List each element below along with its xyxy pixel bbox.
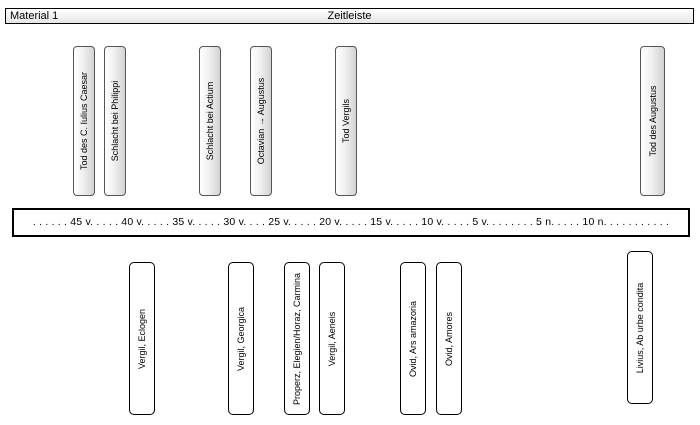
event-tod-caesar: Tod des C. Iulius Caesar bbox=[73, 46, 95, 196]
work-properz-horaz: Properz, Elegien/Horaz, Carmina bbox=[284, 262, 310, 415]
event-label: Tod des Augustus bbox=[647, 85, 658, 157]
work-vergil-georgica: Vergil, Georgica bbox=[228, 262, 254, 415]
work-label: Livius, Ab urbe condita bbox=[635, 282, 645, 373]
work-vergil-aeneis: Vergil, Aeneis bbox=[319, 262, 345, 415]
event-tod-vergils: Tod Vergils bbox=[335, 46, 357, 196]
event-label: Octavian → Augustus bbox=[256, 77, 266, 165]
work-ovid-ars: Ovid, Ars amazoria bbox=[400, 262, 426, 415]
work-ovid-amores: Ovid, Amores bbox=[436, 262, 462, 415]
work-vergil-eclogen: Vergil, Eclogen bbox=[129, 262, 155, 415]
event-schlacht-actium: Schlacht bei Actium bbox=[199, 46, 221, 196]
work-label: Vergil, Aeneis bbox=[327, 311, 337, 366]
event-schlacht-philippi: Schlacht bei Philippi bbox=[104, 46, 126, 196]
event-octavian-augustus: Octavian → Augustus bbox=[250, 46, 272, 196]
work-label: Ovid, Amores bbox=[444, 311, 454, 366]
work-label: Properz, Elegien/Horaz, Carmina bbox=[292, 272, 302, 405]
event-label: Tod des C. Iulius Caesar bbox=[79, 71, 89, 171]
event-label: Tod Vergils bbox=[341, 98, 351, 144]
work-livius: Livius, Ab urbe condita bbox=[627, 251, 653, 404]
material-label: Material 1 bbox=[10, 10, 59, 22]
work-label: Ovid, Ars amazoria bbox=[408, 300, 418, 377]
page-title: Zeitleiste bbox=[327, 10, 372, 22]
work-label: Vergil, Eclogen bbox=[137, 308, 147, 369]
timeline-bar: . . . . . . 45 v. . . . . 40 v. . . . . … bbox=[12, 208, 690, 237]
work-label: Vergil, Georgica bbox=[236, 306, 246, 371]
timeline-scale: . . . . . . 45 v. . . . . 40 v. . . . . … bbox=[32, 216, 670, 228]
event-label: Schlacht bei Actium bbox=[205, 81, 215, 161]
event-tod-augustus: Tod des Augustus bbox=[640, 46, 665, 196]
header-bar: Material 1 Zeitleiste bbox=[5, 8, 694, 24]
event-label: Schlacht bei Philippi bbox=[110, 80, 120, 162]
